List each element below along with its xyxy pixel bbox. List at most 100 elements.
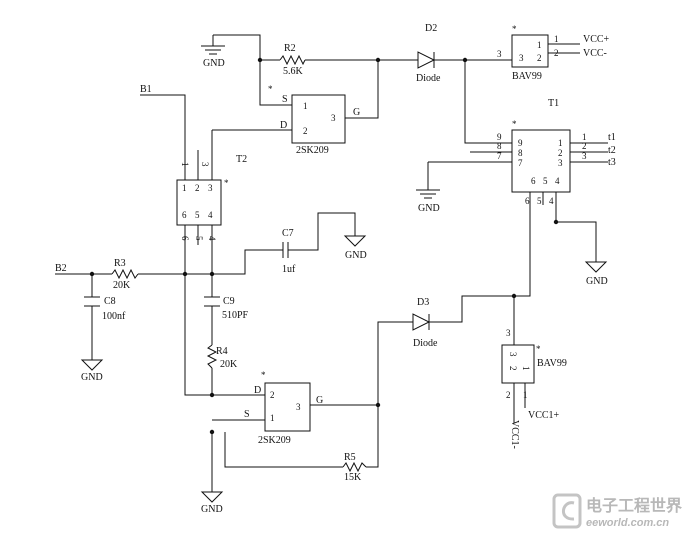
junctions	[89, 57, 559, 435]
ground-icon	[584, 261, 608, 273]
fet-bottom-n3: 3	[296, 402, 301, 412]
fet-bottom-star: *	[261, 370, 266, 380]
junction	[375, 402, 381, 408]
watermark-cn: 电子工程世界	[586, 496, 682, 515]
capacitor-c9: C9 510PF	[204, 296, 249, 321]
r2-value: 5.6K	[283, 66, 304, 77]
net-t3: t3	[608, 157, 616, 168]
wire-t1-p6	[514, 192, 531, 297]
wire-gnd-r2	[213, 34, 280, 61]
bav-bottom-pin1-out: 1	[523, 390, 528, 400]
fet-bottom-n2: 2	[270, 390, 275, 400]
junction	[462, 57, 468, 63]
capacitor-icon	[282, 242, 295, 258]
t2-outer-bottom-1: 5	[194, 236, 204, 241]
junction	[209, 429, 215, 435]
bav99-top: * 1 2 3 1 2 3 BAV99	[497, 24, 559, 82]
fet-bottom-pin-s: S	[244, 409, 250, 420]
net-t2: t2	[608, 145, 616, 156]
c7-value: 1uf	[282, 264, 296, 275]
r5-value: 15K	[344, 472, 362, 483]
bav99-bottom: * 3 3 2 1 2 1 BAV99	[501, 328, 567, 400]
bav-top-n3: 3	[519, 53, 524, 63]
watermark-en: eeworld.com.cn	[586, 517, 669, 529]
bav-top-pin3-out: 3	[497, 49, 502, 59]
wire-t2-p6	[184, 225, 265, 396]
t1-inner-right-2: 3	[558, 158, 563, 168]
bav-bottom-n2: 2	[508, 366, 518, 371]
gnd-label-t1: GND	[418, 203, 440, 214]
bav99-body	[511, 34, 549, 68]
ground-icon	[80, 359, 104, 371]
diode-d3: D3 Diode	[412, 297, 438, 349]
junction	[182, 271, 188, 277]
fet-top-n1: 1	[303, 101, 308, 111]
fet-top-n2: 2	[303, 126, 308, 136]
t2-star: *	[224, 178, 229, 188]
t2-outer-top-0: 1	[180, 162, 190, 167]
fet-body	[291, 94, 346, 144]
t1-outer-bottom-1: 5	[537, 196, 542, 206]
c8-value: 100nf	[102, 311, 126, 322]
resistor-r2: R2 5.6K	[279, 43, 306, 77]
t2-ref: T2	[236, 154, 247, 165]
t1-inner-right-0: 1	[558, 138, 563, 148]
bav99-body	[501, 344, 535, 384]
t1-outer-left-2: 7	[497, 151, 502, 161]
t2-inner-bottom-2: 4	[208, 210, 213, 220]
t1-outer-left-1: 8	[497, 141, 502, 151]
bav-bottom-n1: 1	[521, 366, 531, 371]
t1-outer-right-0: 1	[582, 132, 587, 142]
t1-outer-left-0: 9	[497, 132, 502, 142]
r4-ref: R4	[216, 346, 228, 357]
fet-body	[264, 382, 311, 432]
t1-star: *	[512, 119, 517, 129]
fet-top-pin-g: G	[353, 107, 360, 118]
resistor-r4: R4 20K	[206, 344, 238, 370]
fet-bottom-pin-g: G	[316, 395, 323, 406]
diode-icon	[417, 51, 436, 69]
gnd-label-top: GND	[203, 58, 225, 69]
t1-body	[511, 129, 571, 193]
resistor-icon	[342, 461, 367, 473]
net-vcc1-plus: VCC1+	[528, 410, 560, 421]
t1-inner-bottom-0: 6	[531, 176, 536, 186]
t1-inner-left-0: 9	[518, 138, 523, 148]
net-b1: B1	[140, 84, 152, 95]
bav-bottom-pin2-out: 2	[506, 390, 511, 400]
junction	[89, 271, 95, 277]
bav-top-pin1-out: 1	[554, 34, 559, 44]
fet-bottom-value: 2SK209	[258, 435, 291, 446]
wire-t2-top-pins	[184, 150, 213, 180]
bav-top-pin2-out: 2	[554, 48, 559, 58]
ground-symbols: GND GND GND GND GND GND	[80, 45, 608, 515]
wire-r3-c7	[138, 249, 283, 275]
t2-outer-bottom-0: 6	[180, 236, 190, 241]
wires	[55, 34, 608, 492]
t1-outer-bottom-2: 4	[549, 196, 554, 206]
eeworld-logo-icon	[552, 493, 582, 529]
resistor-r3: R3 20K	[111, 258, 139, 291]
t2-inner-bottom-1: 5	[195, 210, 200, 220]
bav-bottom-pin3-out: 3	[506, 328, 511, 338]
c9-value: 510PF	[222, 310, 249, 321]
transformer-t1: * T1 9 8 7 9 8 7 1 2 3 1 2 3 6 5 4 6 5 4	[497, 98, 587, 206]
c8-ref: C8	[104, 296, 116, 307]
junction	[553, 219, 559, 225]
fet-bottom-n1: 1	[270, 413, 275, 423]
t2-body	[176, 179, 222, 226]
t1-outer-right-1: 2	[582, 141, 587, 151]
capacitor-icon	[84, 296, 100, 307]
d3-value: Diode	[413, 338, 438, 349]
junction	[209, 392, 215, 398]
r3-ref: R3	[114, 258, 126, 269]
junction	[257, 57, 263, 63]
ground-icon	[343, 235, 367, 247]
t1-outer-bottom-0: 6	[525, 196, 530, 206]
capacitor-icon	[204, 296, 220, 307]
t1-inner-right-1: 2	[558, 148, 563, 158]
fet-top-value: 2SK209	[296, 145, 329, 156]
t2-outer-bottom-2: 4	[207, 236, 217, 241]
wire-source-top	[259, 60, 292, 106]
fet-top-pin-d: D	[280, 120, 287, 131]
